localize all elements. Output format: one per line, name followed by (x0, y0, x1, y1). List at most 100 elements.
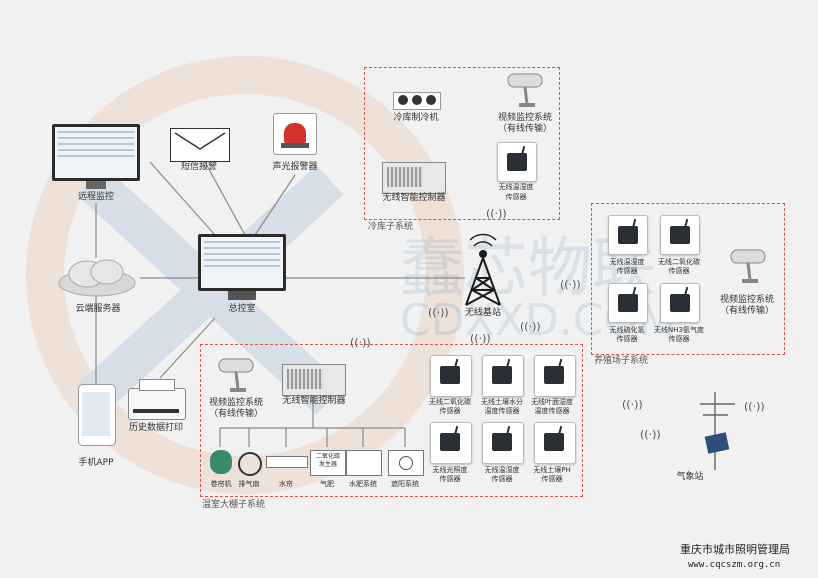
wifi-signal-icon: ((·)) (520, 320, 541, 333)
greenhouse-video-label: 视频监控系统 (208, 398, 263, 408)
cold-sensor-l1: 无线温湿度 (498, 183, 534, 191)
gh-sensor-5-icon (482, 422, 524, 464)
greenhouse-camera-icon (218, 358, 254, 392)
refrigeration-unit-icon (393, 92, 441, 110)
greenhouse-controller-label: 无线智能控制器 (282, 396, 346, 406)
master-monitor-stand (228, 291, 256, 300)
breeding-sensor-3-icon (608, 283, 648, 323)
gh-sensor-2-l2: 温度传感器 (484, 407, 520, 415)
co2-gen-l1: 二氧化碳 (315, 453, 340, 460)
cold-sensor-l2: 传感器 (505, 193, 527, 201)
phone-icon (78, 384, 116, 446)
breeding-sensor-1-l1: 无线温湿度 (609, 258, 645, 266)
printer-icon (128, 379, 186, 420)
breeding-subsystem-box (591, 203, 785, 355)
actuator-6-label: 遮阳系统 (391, 480, 419, 488)
wifi-signal-icon: ((·)) (640, 428, 661, 441)
breeding-sensor-3-l1: 无线硫化氢 (609, 326, 645, 334)
wifi-signal-icon: ((·)) (744, 400, 765, 413)
radio-tower-icon (465, 233, 501, 306)
wifi-signal-icon: ((·)) (428, 306, 449, 319)
breeding-sensor-2-l1: 无线二氧化碳 (658, 258, 700, 266)
cloud-icon (58, 259, 136, 297)
gh-sensor-2-l1: 无线土壤水分 (481, 398, 523, 406)
sound-light-alarm-label: 声光报警器 (272, 162, 318, 172)
weather-station-icon (700, 392, 735, 470)
gh-sensor-1-icon (430, 355, 472, 397)
alarm-light-icon (273, 113, 317, 155)
breeding-sensor-1-l2: 传感器 (616, 267, 638, 275)
greenhouse-subsystem-box (200, 344, 583, 497)
envelope-icon (170, 128, 230, 162)
roller-machine-icon (210, 450, 232, 474)
co2-generator-icon: 二氧化碳 发生器 (310, 450, 346, 476)
mobile-app-label: 手机APP (78, 458, 114, 468)
gh-sensor-4-icon (430, 422, 472, 464)
gh-sensor-3-icon (534, 355, 576, 397)
breeding-sensor-1-icon (608, 215, 648, 255)
footer-organization: 重庆市城市照明管理局 (680, 543, 790, 556)
wifi-signal-icon: ((·)) (486, 207, 507, 220)
water-curtain-icon (266, 456, 308, 468)
remote-monitor-label: 远程监控 (77, 192, 114, 202)
gh-sensor-4-l2: 传感器 (439, 475, 461, 483)
gh-sensor-1-l1: 无线二氧化碳 (429, 398, 471, 406)
cloud-server-label: 云端服务器 (75, 304, 121, 314)
gh-sensor-6-l1: 无线土壤PH (533, 466, 571, 474)
gh-sensor-5-l2: 传感器 (491, 475, 513, 483)
breeding-sensor-2-l2: 传感器 (668, 267, 690, 275)
footer-url: www.cqcszm.org.cn (688, 560, 781, 570)
master-control-label: 总控室 (228, 304, 256, 314)
remote-monitor-icon (52, 124, 140, 181)
wifi-signal-icon: ((·)) (470, 332, 491, 345)
actuator-1-label: 卷帘机 (210, 480, 232, 488)
exhaust-fan-icon (238, 452, 262, 476)
actuator-2-label: 排气扇 (238, 480, 260, 488)
gh-sensor-5-l1: 无线温湿度 (484, 466, 520, 474)
weather-station-label: 气象站 (676, 472, 704, 482)
breeding-sensor-4-l1: 无线NH3氨气度 (654, 326, 704, 334)
wireless-base-label: 无线基站 (464, 308, 501, 318)
cold-subsystem-title: 冷库子系统 (368, 222, 414, 232)
breeding-sensor-4-l2: 传感器 (668, 335, 690, 343)
sms-alarm-label: 短信报警 (180, 162, 217, 172)
breeding-video-label: 视频监控系统 (719, 295, 774, 305)
wifi-signal-icon: ((·)) (622, 398, 643, 411)
greenhouse-video-sub-label: （有线传输） (208, 409, 263, 419)
cold-storage-subsystem-box (364, 67, 560, 220)
water-fertilizer-icon (346, 450, 382, 476)
actuator-4-label: 气肥 (320, 480, 334, 488)
history-print-label: 历史数据打印 (128, 423, 183, 433)
refrigeration-label: 冷库制冷机 (393, 113, 439, 123)
cold-video-label: 视频监控系统 (497, 113, 552, 123)
actuator-5-label: 水肥系统 (349, 480, 377, 488)
wifi-signal-icon: ((·)) (350, 336, 371, 349)
breeding-video-sub-label: （有线传输） (719, 306, 774, 316)
cold-video-sub-label: （有线传输） (497, 124, 552, 134)
gh-sensor-2-icon (482, 355, 524, 397)
breeding-subsystem-title: 养殖场子系统 (594, 356, 649, 366)
breeding-sensor-4-icon (660, 283, 700, 323)
master-monitor-icon (198, 234, 286, 291)
breeding-sensor-2-icon (660, 215, 700, 255)
greenhouse-subsystem-title: 温室大棚子系统 (202, 500, 266, 510)
gh-sensor-4-l1: 无线光照度 (432, 466, 468, 474)
gh-sensor-6-l2: 传感器 (541, 475, 563, 483)
gh-sensor-6-icon (534, 422, 576, 464)
smart-controller-icon (382, 162, 446, 194)
wifi-signal-icon: ((·)) (560, 278, 581, 291)
cold-controller-label: 无线智能控制器 (382, 193, 446, 203)
breeding-camera-icon (730, 249, 766, 283)
cold-temp-humidity-sensor-icon (497, 142, 537, 182)
gh-sensor-3-l2: 温度传感器 (534, 407, 570, 415)
actuator-3-label: 水帘 (279, 480, 293, 488)
breeding-sensor-3-l2: 传感器 (616, 335, 638, 343)
greenhouse-controller-icon (282, 364, 346, 396)
camera-icon (507, 73, 543, 107)
co2-gen-l2: 发生器 (318, 461, 337, 468)
gh-sensor-3-l1: 无线叶面湿度 (531, 398, 573, 406)
shading-system-icon (388, 450, 424, 476)
monitor-stand (86, 181, 106, 189)
gh-sensor-1-l2: 传感器 (439, 407, 461, 415)
